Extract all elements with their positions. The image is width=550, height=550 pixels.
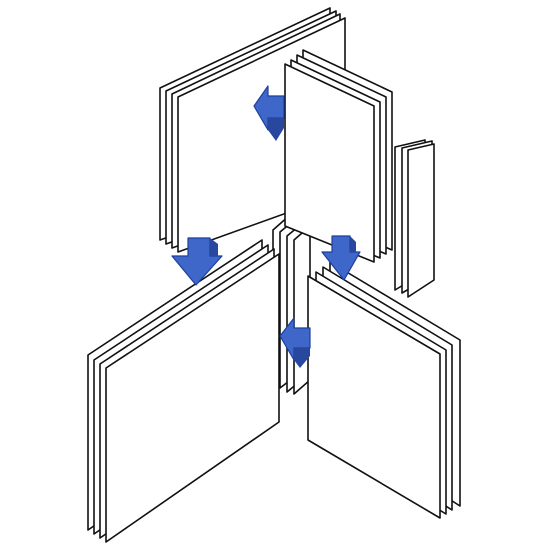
front-right-panel [307,261,461,519]
back-right-panel [284,49,393,263]
far-right-panel [394,139,435,298]
arrow-left-upper [253,85,285,141]
front-left-panel [87,239,280,543]
arrow-down-right [321,235,361,281]
arrow-down-left [171,237,223,286]
arrow-left-lower [279,317,311,368]
